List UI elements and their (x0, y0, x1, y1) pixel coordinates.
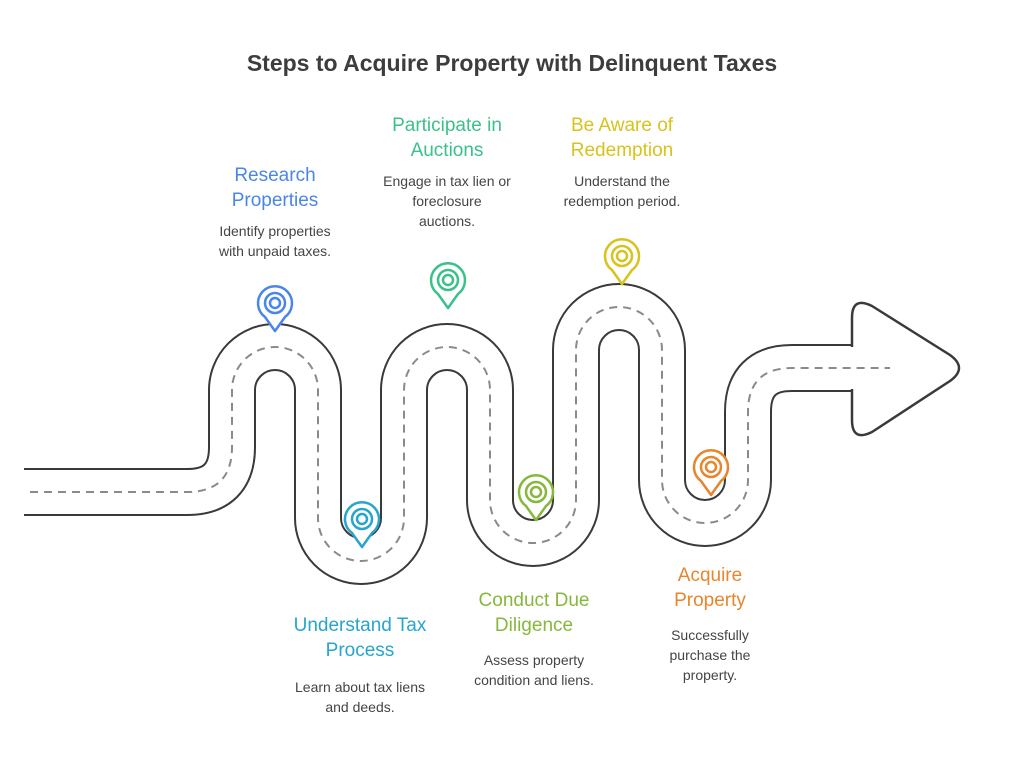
location-pin-icon (429, 262, 467, 310)
step-research-properties: Research Properties Identify properties … (175, 163, 375, 261)
step-description: Assess property condition and liens. (474, 652, 594, 688)
step-understand-tax-process: Understand Tax Process Learn about tax l… (260, 613, 460, 717)
road-center-dash (30, 306, 890, 562)
location-pin-icon (343, 501, 381, 549)
step-title: Understand Tax Process (293, 615, 427, 661)
step-conduct-due-diligence: Conduct Due Diligence Assess property co… (434, 588, 634, 690)
step-acquire-property: Acquire Property Successfully purchase t… (610, 563, 810, 685)
arrow-head (850, 301, 961, 437)
step-description: Successfully purchase the property. (669, 627, 751, 683)
step-description: Engage in tax lien or foreclosure auctio… (383, 173, 511, 229)
step-title: Be Aware of Redemption (570, 115, 674, 161)
location-pin-icon (517, 474, 555, 522)
road-surface (24, 285, 880, 583)
step-participate-in-auctions: Participate in Auctions Engage in tax li… (347, 113, 547, 231)
step-title: Conduct Due Diligence (478, 590, 590, 636)
diagram-title: Steps to Acquire Property with Delinquen… (246, 50, 778, 76)
step-title: Acquire Property (674, 565, 746, 611)
step-description: Understand the redemption period. (563, 173, 681, 209)
step-be-aware-of-redemption: Be Aware of Redemption Understand the re… (522, 113, 722, 211)
step-description: Identify properties with unpaid taxes. (218, 223, 332, 259)
location-pin-icon (256, 285, 294, 333)
location-pin-icon (603, 238, 641, 286)
step-title: Research Properties (231, 165, 319, 211)
location-pin-icon (692, 449, 730, 497)
step-description: Learn about tax liens and deeds. (295, 679, 425, 715)
step-title: Participate in Auctions (392, 115, 502, 161)
